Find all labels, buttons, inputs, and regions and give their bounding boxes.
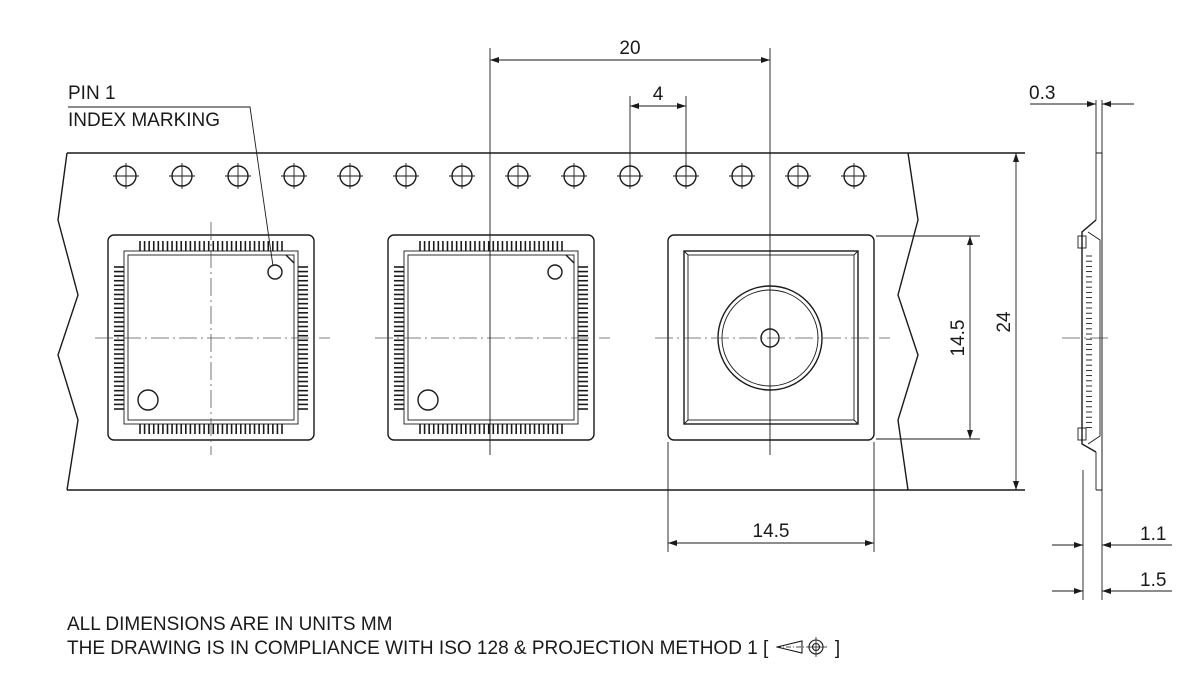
- dim-tape-width-value: 24: [994, 311, 1015, 333]
- dim-pocket-depth: 1.5: [1052, 570, 1172, 594]
- dim-hole-pitch: 4: [629, 84, 687, 172]
- sprocket-hole: [841, 163, 867, 189]
- units-note: ALL DIMENSIONS ARE IN UNITS MM: [67, 614, 393, 635]
- pocket-3-empty: [667, 234, 875, 441]
- pin1-label-line2: INDEX MARKING: [68, 110, 220, 131]
- drawing-notes: ALL DIMENSIONS ARE IN UNITS MM THE DRAWI…: [67, 613, 840, 661]
- dim-cover-height: 1.1: [1052, 524, 1172, 548]
- dim-pocket-height: 14.5: [876, 235, 980, 440]
- dim-pitch: 20: [489, 38, 771, 455]
- dim-pocket-width-value: 14.5: [753, 521, 790, 542]
- dim-pocket-depth-value: 1.5: [1140, 570, 1166, 591]
- ejector-pin-mark: [137, 389, 159, 411]
- dim-tape-thickness-value: 0.3: [1029, 83, 1055, 104]
- sprocket-hole: [169, 163, 195, 189]
- sprocket-hole: [505, 163, 531, 189]
- sprocket-hole: [337, 163, 363, 189]
- sprocket-hole: [729, 163, 755, 189]
- ic-leads-1: [114, 241, 308, 434]
- sprocket-hole: [393, 163, 419, 189]
- sprocket-hole: [561, 163, 587, 189]
- compliance-note-end: ]: [834, 638, 841, 659]
- compliance-note-text: THE DRAWING IS IN COMPLIANCE WITH ISO 12…: [67, 638, 769, 659]
- sprocket-hole: [225, 163, 251, 189]
- pin1-label: PIN 1 INDEX MARKING: [68, 83, 274, 267]
- side-view: [1077, 100, 1103, 600]
- side-view-leads: [1086, 255, 1092, 429]
- pocket-2: [387, 234, 595, 441]
- sprocket-hole: [113, 163, 139, 189]
- dim-pocket-width: 14.5: [667, 442, 875, 552]
- compliance-note: THE DRAWING IS IN COMPLIANCE WITH ISO 12…: [67, 637, 840, 661]
- ejector-pin-mark: [417, 389, 439, 411]
- ic-leads-2: [394, 241, 588, 434]
- dim-tape-width: 24: [994, 153, 1019, 490]
- pin1-index-circle: [267, 264, 283, 280]
- sprocket-holes: [113, 163, 867, 189]
- dim-hole-pitch-value: 4: [653, 84, 664, 105]
- dim-tape-thickness: 0.3: [1029, 83, 1134, 107]
- sprocket-hole: [281, 163, 307, 189]
- dim-cover-height-value: 1.1: [1140, 524, 1166, 545]
- pocket-1: [107, 234, 315, 441]
- first-angle-projection-icon: [775, 637, 827, 657]
- dim-pocket-height-value: 14.5: [948, 320, 969, 357]
- sprocket-hole: [449, 163, 475, 189]
- dim-pitch-value: 20: [619, 38, 640, 59]
- pin1-index-circle: [547, 264, 563, 280]
- pin1-label-line1: PIN 1: [68, 83, 116, 104]
- carrier-tape: [57, 152, 1025, 491]
- sprocket-hole: [785, 163, 811, 189]
